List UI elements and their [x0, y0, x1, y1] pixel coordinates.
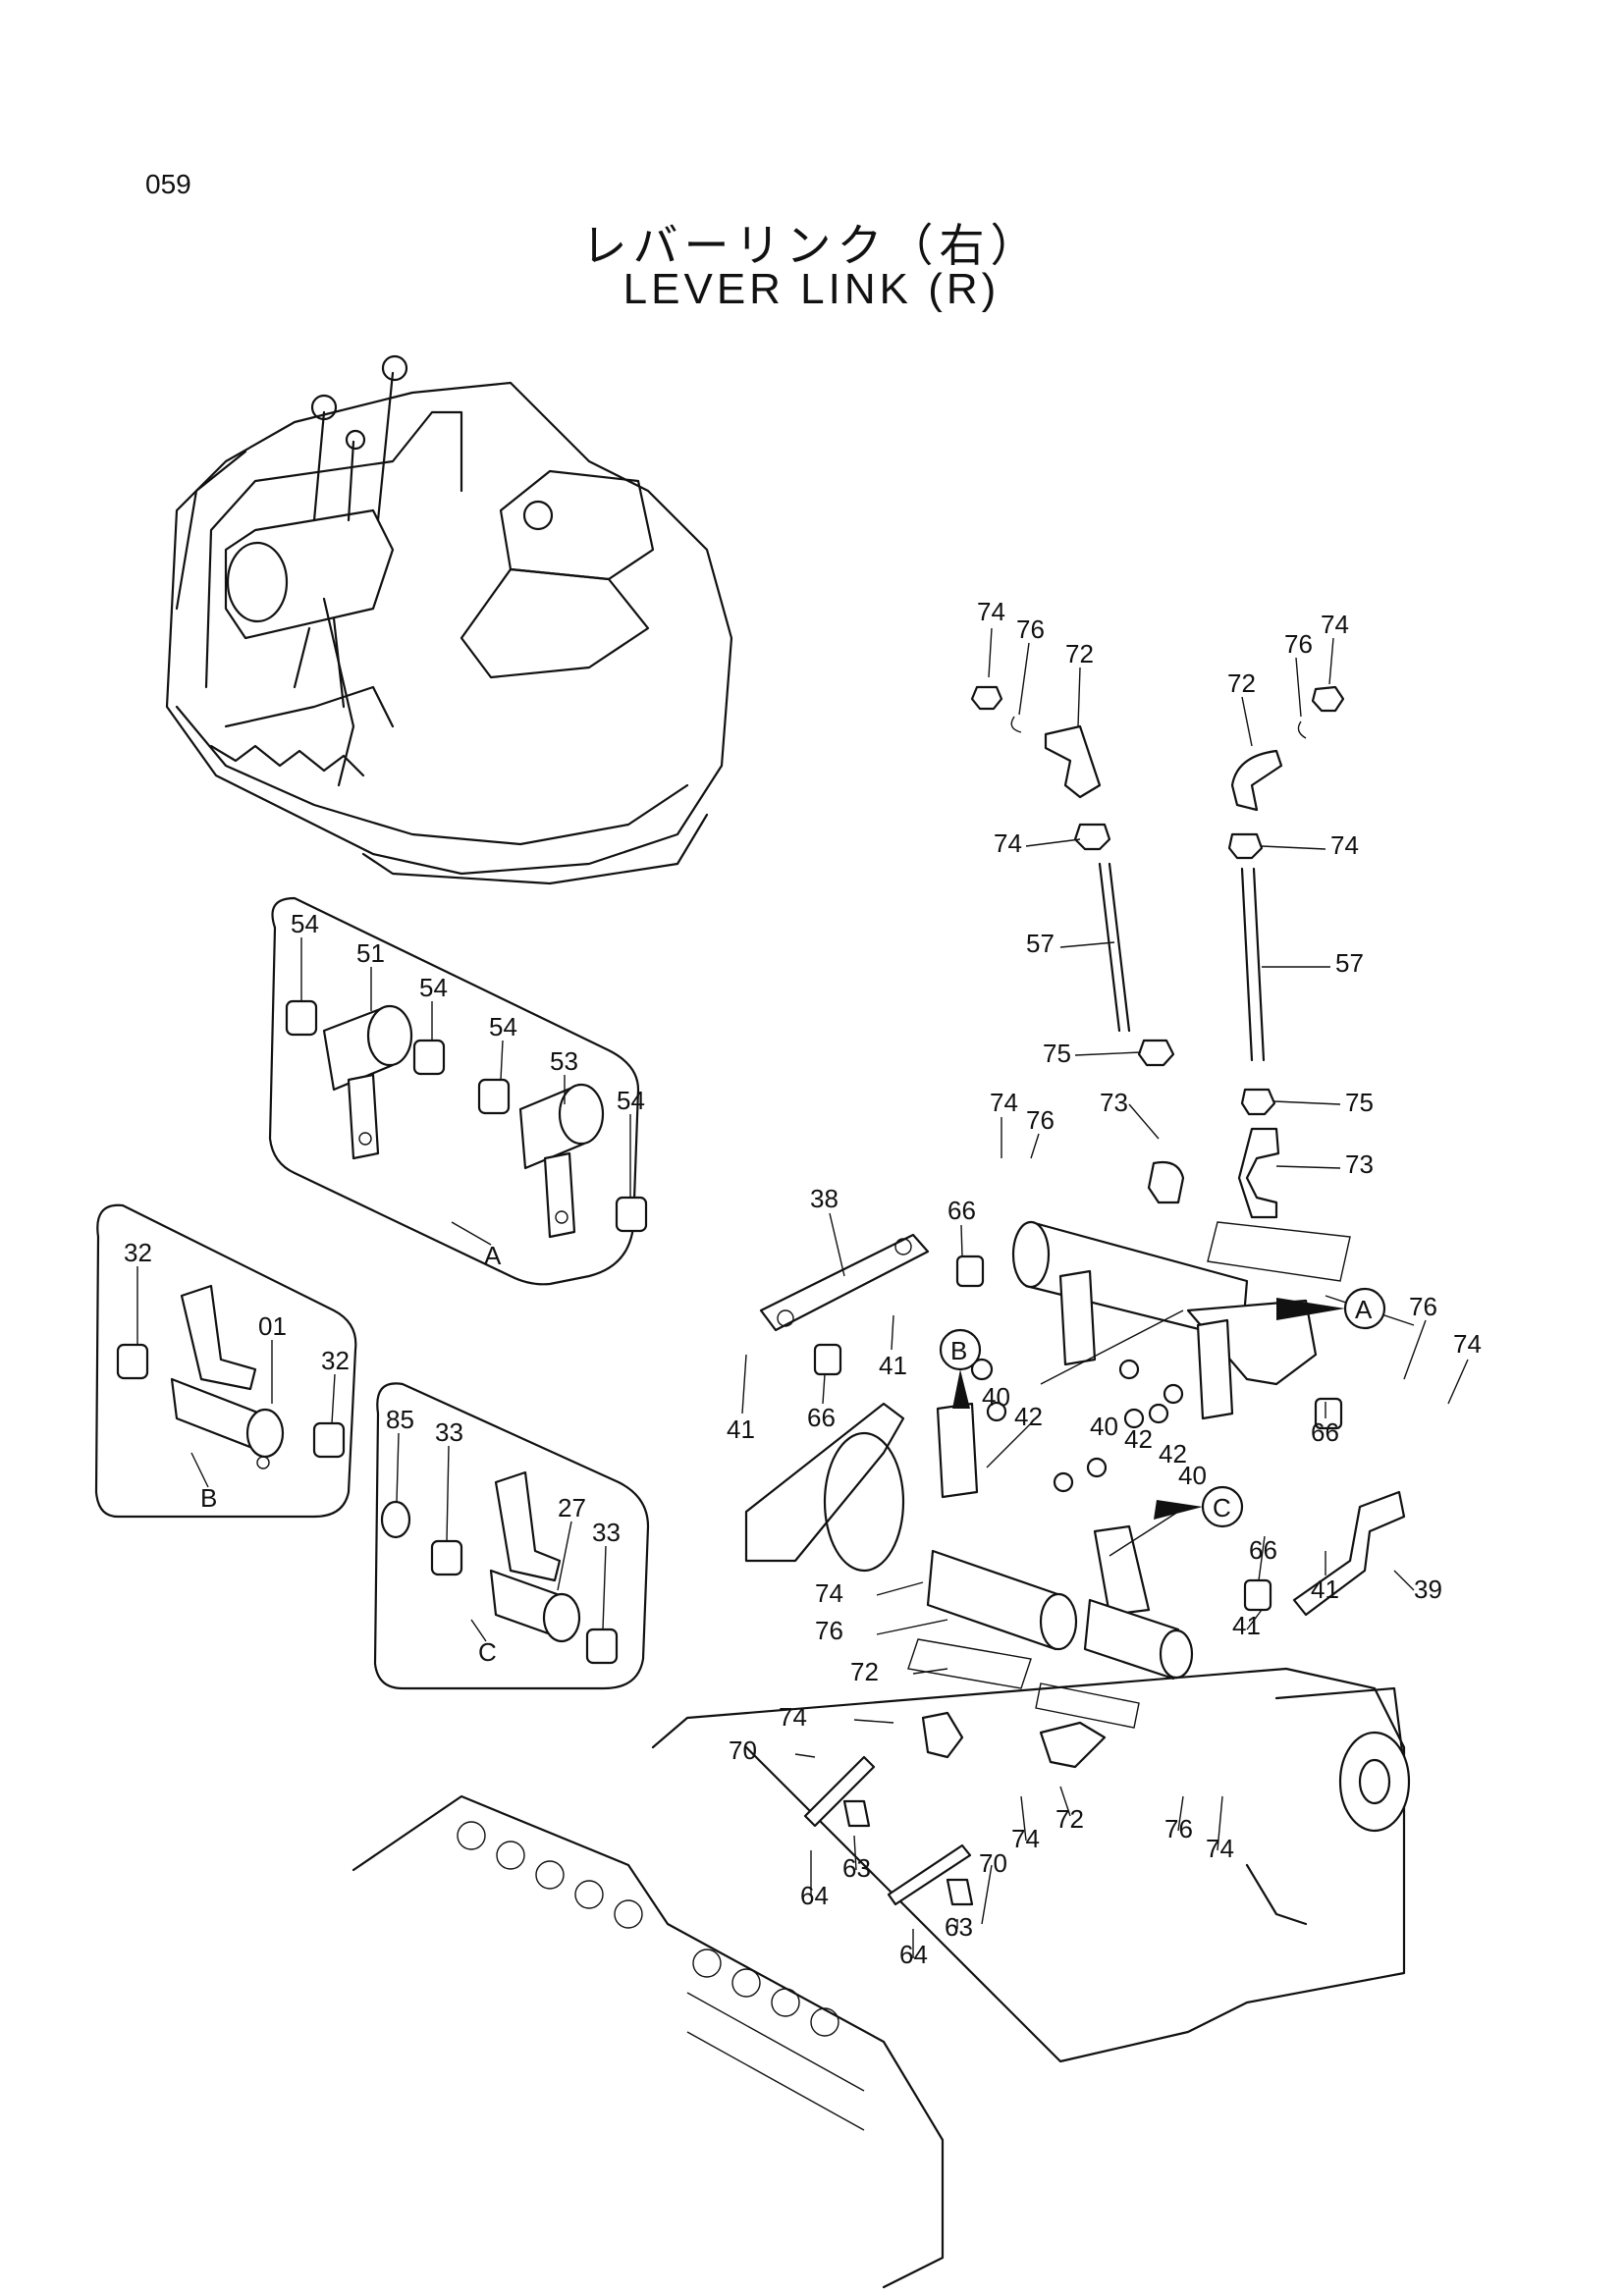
part-label: 70 — [979, 1848, 1007, 1878]
main-exploded-assembly — [352, 685, 1415, 2289]
part-label: 41 — [1311, 1575, 1339, 1604]
part-label: 32 — [321, 1346, 350, 1375]
part-label: 57 — [1026, 929, 1055, 958]
part-label: 66 — [947, 1196, 976, 1225]
part-label: 74 — [1453, 1329, 1482, 1359]
group-letter-c: C — [478, 1637, 497, 1667]
part-label: 42 — [1124, 1424, 1153, 1454]
callout-letter-a: A — [1355, 1295, 1373, 1324]
panel-a-labels: 54 51 54 54 53 54 A — [291, 909, 645, 1270]
group-letter-b: B — [200, 1483, 217, 1513]
part-label: 41 — [727, 1415, 755, 1444]
callout-letter-c: C — [1213, 1493, 1231, 1522]
part-label: 42 — [1159, 1439, 1187, 1468]
part-label: 40 — [1178, 1461, 1207, 1490]
page-title-english: LEVER LINK (R) — [622, 265, 1001, 313]
part-label: 74 — [994, 828, 1022, 858]
part-label: 76 — [1409, 1292, 1437, 1321]
part-label: 74 — [1330, 830, 1359, 860]
part-label: 73 — [1345, 1149, 1374, 1179]
part-label: 51 — [356, 938, 385, 968]
part-label: 85 — [386, 1405, 414, 1434]
part-label: 75 — [1345, 1088, 1374, 1117]
part-label: 01 — [258, 1311, 287, 1341]
part-label: 32 — [124, 1238, 152, 1267]
part-label: 74 — [1321, 610, 1349, 639]
detail-panel-c — [373, 1382, 650, 1690]
part-label: 70 — [729, 1735, 757, 1765]
part-label: 54 — [291, 909, 319, 938]
panel-c-labels: 85 33 27 33 C — [386, 1405, 621, 1667]
part-label: 74 — [1206, 1834, 1234, 1863]
part-label: 53 — [550, 1046, 578, 1076]
main-part-labels: 74 76 72 76 74 72 74 74 57 57 75 75 74 7… — [727, 597, 1482, 1969]
part-label: 74 — [779, 1702, 807, 1732]
part-label: 33 — [435, 1417, 463, 1447]
part-label: 40 — [982, 1382, 1010, 1412]
part-label: 63 — [945, 1912, 973, 1942]
page-title-japanese: レバーリンク（右） — [581, 219, 1042, 272]
part-label: 66 — [1311, 1417, 1339, 1447]
part-label: 38 — [810, 1184, 839, 1213]
machine-overview-illustration — [165, 354, 733, 885]
part-label: 57 — [1335, 948, 1364, 978]
part-label: 54 — [489, 1012, 517, 1041]
page-number: 059 — [145, 169, 191, 199]
part-label: 73 — [1100, 1088, 1128, 1117]
part-label: 33 — [592, 1518, 621, 1547]
callout-c: C — [1154, 1485, 1244, 1528]
part-label: 72 — [850, 1657, 879, 1686]
part-label: 72 — [1227, 668, 1256, 698]
part-label: 54 — [617, 1086, 645, 1115]
part-label: 54 — [419, 973, 448, 1002]
part-label: 74 — [815, 1578, 843, 1608]
part-label: 76 — [1016, 614, 1045, 644]
callout-b: B — [939, 1328, 982, 1409]
part-label: 72 — [1065, 639, 1094, 668]
part-label: 72 — [1055, 1804, 1084, 1834]
part-label: 76 — [815, 1616, 843, 1645]
detail-panel-b — [94, 1203, 357, 1519]
part-label: 74 — [977, 597, 1005, 626]
group-letter-a: A — [484, 1241, 502, 1270]
part-label: 64 — [800, 1881, 829, 1910]
part-label: 74 — [990, 1088, 1018, 1117]
part-label: 39 — [1414, 1575, 1442, 1604]
part-label: 76 — [1284, 629, 1313, 659]
part-label: 40 — [1090, 1412, 1118, 1441]
part-label: 76 — [1026, 1105, 1055, 1135]
part-label: 41 — [1232, 1611, 1261, 1640]
part-label: 75 — [1043, 1039, 1071, 1068]
callout-letter-b: B — [950, 1336, 967, 1365]
part-label: 42 — [1014, 1402, 1043, 1431]
callout-a: A — [1276, 1287, 1386, 1330]
part-label: 41 — [879, 1351, 907, 1380]
part-label: 66 — [807, 1403, 836, 1432]
panel-b-labels: 32 01 32 B — [124, 1238, 350, 1513]
detail-panel-a — [268, 896, 648, 1286]
part-label: 27 — [558, 1493, 586, 1522]
